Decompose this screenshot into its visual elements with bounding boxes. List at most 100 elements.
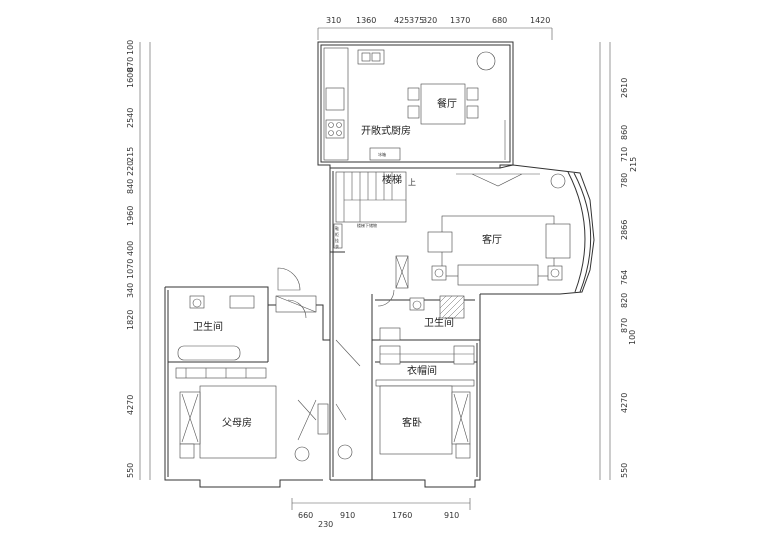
- dining-table: [420, 83, 466, 125]
- armchair-icon: [427, 231, 453, 253]
- closet-room: 衣帽间: [375, 345, 475, 387]
- door-swing: [377, 289, 395, 307]
- washbasin-icon: [379, 327, 401, 341]
- dim-bottom-1760: 1760: [392, 511, 412, 520]
- stairs-area: 楼梯 上 楼梯下储物 鞋 柜 挂 衣: [333, 171, 416, 249]
- dim-top-320: 320: [422, 16, 437, 25]
- dim-left-2540: 2540: [126, 108, 135, 128]
- svg-text:柜: 柜: [335, 231, 339, 237]
- bathroom-left: 卫生间: [177, 267, 317, 361]
- parents-room: 父母房: [175, 367, 353, 462]
- shoe-cabinet: [333, 223, 343, 249]
- nightstand: [179, 443, 195, 459]
- staircase: [335, 171, 407, 223]
- dim-top-1420: 1420: [530, 16, 550, 25]
- kitchen-area: 冰箱 开敞式厨房: [323, 47, 506, 161]
- dim-right-4270: 4270: [620, 393, 629, 413]
- dim-top-310: 310: [326, 16, 341, 25]
- sofa-icon: [457, 264, 539, 286]
- right-dimensions: 2610 860 710 215 780 2866 764 820 870 10…: [620, 78, 638, 478]
- living-area: 客厅: [395, 173, 571, 289]
- dim-right-710: 710: [620, 147, 629, 162]
- dim-right-215: 215: [629, 157, 638, 172]
- door-swing: [335, 339, 361, 367]
- wardrobe: [175, 367, 267, 379]
- dim-top-1370: 1370: [450, 16, 470, 25]
- dim-bottom-910b: 910: [444, 511, 459, 520]
- bathtub-icon: [177, 345, 241, 361]
- dimension-lines: [139, 27, 611, 510]
- stove-icon: [325, 119, 345, 139]
- dim-right-860: 860: [620, 125, 629, 140]
- dim-right-100: 100: [628, 330, 637, 345]
- dim-left-100: 100: [126, 40, 135, 55]
- dim-right-2610: 2610: [620, 78, 629, 98]
- plant-icon: [294, 446, 310, 462]
- door-swing: [277, 267, 301, 291]
- dim-left-4270: 4270: [126, 395, 135, 415]
- washbasin-icon: [229, 295, 255, 309]
- bed-icon: [379, 385, 453, 455]
- chair-icon: [466, 87, 479, 101]
- bed-icon: [199, 385, 277, 459]
- guest-room-label: 客卧: [402, 416, 422, 429]
- parents-room-label: 父母房: [222, 416, 252, 429]
- dim-left-1820: 1820: [126, 310, 135, 330]
- nightstand: [455, 443, 471, 459]
- dim-left-550: 550: [126, 463, 135, 478]
- bathroom-right: 卫生间: [379, 295, 465, 341]
- dim-left-1960: 1960: [126, 206, 135, 226]
- stair-storage-note: 楼梯下储物: [357, 222, 377, 228]
- stairs-label: 楼梯: [382, 173, 402, 186]
- top-dimensions: 310 1360 425 375 320 1370 680 1420: [326, 16, 550, 25]
- toilet-icon: [409, 297, 425, 311]
- svg-text:鞋: 鞋: [335, 225, 339, 231]
- dim-top-1360: 1360: [356, 16, 376, 25]
- dim-left-340: 340: [126, 283, 135, 298]
- svg-text:衣: 衣: [335, 243, 339, 249]
- plant-icon: [550, 173, 566, 189]
- dim-left-215: 215: [126, 147, 135, 162]
- living-label: 客厅: [482, 233, 502, 246]
- guest-room: 客卧: [317, 385, 471, 459]
- fridge-box: [369, 147, 401, 161]
- dim-right-870: 870: [620, 318, 629, 333]
- stairs-up-label: 上: [408, 178, 416, 187]
- dining-label: 餐厅: [437, 97, 457, 110]
- dim-top-425: 425: [394, 16, 409, 25]
- plant-icon: [337, 444, 353, 460]
- bathroom-right-label: 卫生间: [424, 316, 454, 329]
- dim-right-780: 780: [620, 173, 629, 188]
- chair-icon: [466, 105, 479, 119]
- svg-text:挂: 挂: [335, 237, 339, 243]
- dim-left-1070: 1070: [126, 259, 135, 279]
- dim-bottom-910: 910: [340, 511, 355, 520]
- left-dimensions: 100 870 1600 2540 215 220 840 1960 400 1…: [126, 40, 135, 478]
- bathroom-left-label: 卫生间: [193, 320, 223, 333]
- dim-left-840: 840: [126, 179, 135, 194]
- dim-top-680: 680: [492, 16, 507, 25]
- dim-left-870: 870: [126, 57, 135, 72]
- chair-icon: [407, 105, 420, 119]
- dim-left-1600: 1600: [126, 68, 135, 88]
- door-frame: [317, 403, 329, 435]
- toilet-icon: [189, 295, 205, 309]
- kitchen-label: 开敞式厨房: [361, 124, 411, 137]
- dim-left-220: 220: [126, 161, 135, 176]
- dim-right-2866: 2866: [620, 220, 629, 240]
- dining-area: 餐厅: [407, 83, 479, 125]
- chair-icon: [407, 87, 420, 101]
- dim-bottom-230: 230: [318, 520, 333, 529]
- dim-right-550: 550: [620, 463, 629, 478]
- dim-bottom-660: 660: [298, 511, 313, 520]
- fridge-label: 冰箱: [378, 151, 386, 157]
- dim-top-375: 375: [409, 16, 424, 25]
- closet-label: 衣帽间: [407, 364, 437, 377]
- door-swing: [287, 299, 307, 319]
- bottom-dimensions: 660 230 910 1760 910: [298, 511, 459, 529]
- walls: [164, 41, 595, 488]
- plant-icon: [476, 51, 496, 71]
- dim-right-820: 820: [620, 293, 629, 308]
- dim-left-400: 400: [126, 241, 135, 256]
